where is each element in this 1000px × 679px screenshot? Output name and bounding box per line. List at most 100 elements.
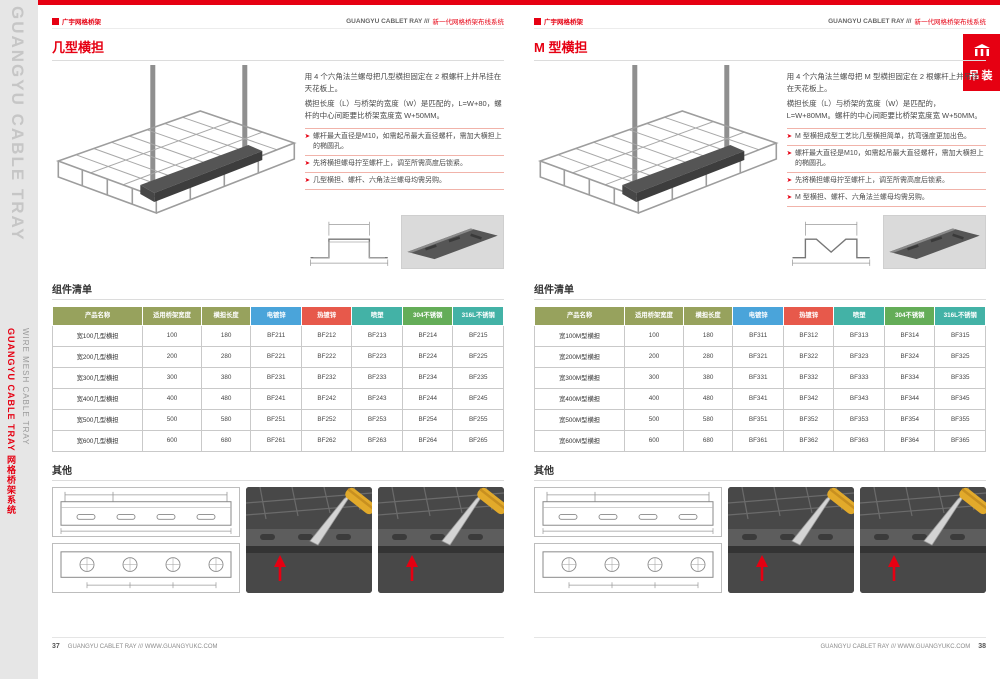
page-header: 广宇网格桥架 GUANGYU CABLET RAY /// 新一代网格桥架布线系… [52, 16, 504, 29]
product-name-cell: 宽400M型横担 [533, 387, 626, 410]
page-header: 广宇网格桥架 GUANGYU CABLET RAY /// 新一代网格桥架布线系… [534, 16, 986, 29]
header-tagline: 新一代网格桥架布线系统 [432, 19, 505, 26]
note-item: ➤螺杆最大直径是M10，如需起吊最大直径螺杆，需加大横担上的椭圆孔。 [304, 129, 504, 156]
table-cell: BF363 [833, 429, 885, 452]
column-header: 横担长度 [200, 306, 252, 326]
table-cell: BF342 [782, 387, 835, 410]
table-cell: BF234 [401, 366, 454, 389]
table-cell: BF212 [300, 324, 353, 347]
table-cell: 180 [200, 324, 252, 347]
arrow-bullet-icon: ➤ [786, 132, 793, 140]
other-title: 其他 [52, 462, 504, 481]
inset-figures [786, 215, 986, 271]
table-cell: BF255 [452, 408, 504, 431]
product-name-cell: 宽200M型横担 [533, 345, 626, 368]
table-cell: BF263 [351, 429, 403, 452]
footer-brand: GUANGYU CABLET RAY /// WWW.GUANGYUKC.COM [67, 643, 218, 650]
table-cell: BF315 [934, 324, 986, 347]
table-cell: BF235 [452, 366, 504, 389]
table-cell: BF245 [452, 387, 504, 410]
note-item: ➤M 型横担成型工艺比几型横担简单，抗弯强度更加出色。 [786, 129, 986, 146]
section-title: 几型横担 [52, 37, 504, 61]
header-brand: 广宇网格桥架 [62, 19, 101, 26]
table-cell: BF361 [732, 429, 784, 452]
hanging-install-icon [973, 43, 991, 62]
product-name-cell: 宽200几型横担 [51, 345, 144, 368]
header-tagline: 新一代网格桥架布线系统 [914, 19, 987, 26]
page-footer: 38 GUANGYU CABLET RAY /// WWW.GUANGYUKC.… [534, 637, 986, 652]
installation-photo [246, 486, 372, 593]
column-header: 电镀锌 [250, 306, 302, 326]
header-brand-en: GUANGYU CABLET RAY /// [346, 17, 430, 25]
table-cell: BF232 [300, 366, 353, 389]
note-text: 螺杆最大直径是M10，如需起吊最大直径螺杆，需加大横担上的椭圆孔。 [795, 149, 984, 167]
table-cell: BF322 [782, 345, 835, 368]
table-cell: BF313 [833, 324, 885, 347]
intro-block: 用 4 个六角法兰螺母把 M 型横担固定在 2 根螺杆上并吊挂在天花板上。 横担… [534, 65, 986, 271]
spine-title: GUANGYU CABLE TRAY [8, 6, 27, 242]
installation-photo [860, 486, 986, 593]
table-cell: BF213 [351, 324, 403, 347]
product-name-cell: 宽600M型横担 [533, 429, 626, 452]
product-illustration [52, 65, 301, 271]
table-cell: BF331 [732, 366, 784, 389]
product-name-cell: 宽400几型横担 [51, 387, 144, 410]
page-number: 37 [52, 643, 60, 650]
table-cell: 680 [200, 429, 252, 452]
chapter-tab-label: 吊装 [968, 69, 995, 82]
catalog-page-left: 广宇网格桥架 GUANGYU CABLET RAY /// 新一代网格桥架布线系… [51, 16, 504, 652]
column-header: 304不锈钢 [883, 306, 936, 326]
table-cell: 280 [200, 345, 252, 368]
spine-subtitle-red: GUANGYU CABLE TRAY 网格桥架系统 [6, 328, 16, 516]
table-cell: BF214 [401, 324, 454, 347]
table-cell: BF344 [883, 387, 936, 410]
table-cell: BF354 [883, 408, 936, 431]
table-cell: BF225 [452, 345, 504, 368]
table-cell: BF345 [934, 387, 986, 410]
table-cell: BF351 [732, 408, 784, 431]
column-header: 304不锈钢 [401, 306, 454, 326]
cross-section-drawing [304, 215, 393, 269]
note-item: ➤M 型横担、螺杆、六角法兰螺母均需另购。 [786, 190, 986, 208]
note-text: 先将横担螺母拧至螺杆上，调至所需高度后锁紧。 [313, 159, 468, 167]
bracket-photo [882, 215, 986, 269]
table-cell: 380 [200, 366, 252, 389]
table-cell: 480 [682, 387, 734, 410]
note-text: 螺杆最大直径是M10，如需起吊最大直径螺杆，需加大横担上的椭圆孔。 [313, 132, 502, 150]
table-cell: 680 [682, 429, 734, 452]
table-cell: BF314 [883, 324, 936, 347]
arrow-bullet-icon: ➤ [786, 149, 793, 157]
table-cell: 280 [682, 345, 734, 368]
table-cell: BF233 [351, 366, 403, 389]
other-title: 其他 [534, 462, 986, 481]
column-header: 热镀锌 [300, 306, 353, 326]
product-name-cell: 宽100M型横担 [533, 324, 626, 347]
top-red-bar [38, 0, 1000, 5]
table-cell: 300 [142, 366, 202, 389]
table-cell: BF223 [351, 345, 403, 368]
table-cell: 300 [624, 366, 684, 389]
table-cell: 600 [142, 429, 202, 452]
table-cell: BF261 [250, 429, 302, 452]
column-header: 喷塑 [833, 306, 885, 326]
product-name-cell: 宽600几型横担 [51, 429, 144, 452]
arrow-bullet-icon: ➤ [304, 176, 311, 184]
product-illustration [534, 65, 783, 271]
table-cell: BF265 [452, 429, 504, 452]
table-cell: BF251 [250, 408, 302, 431]
column-header: 横担长度 [682, 306, 734, 326]
components-title: 组件清单 [534, 281, 986, 300]
dimension-drawing-holes [52, 542, 240, 593]
product-name-cell: 宽300几型横担 [51, 366, 144, 389]
arrow-bullet-icon: ➤ [786, 194, 793, 202]
table-cell: 400 [624, 387, 684, 410]
table-cell: 100 [142, 324, 202, 347]
